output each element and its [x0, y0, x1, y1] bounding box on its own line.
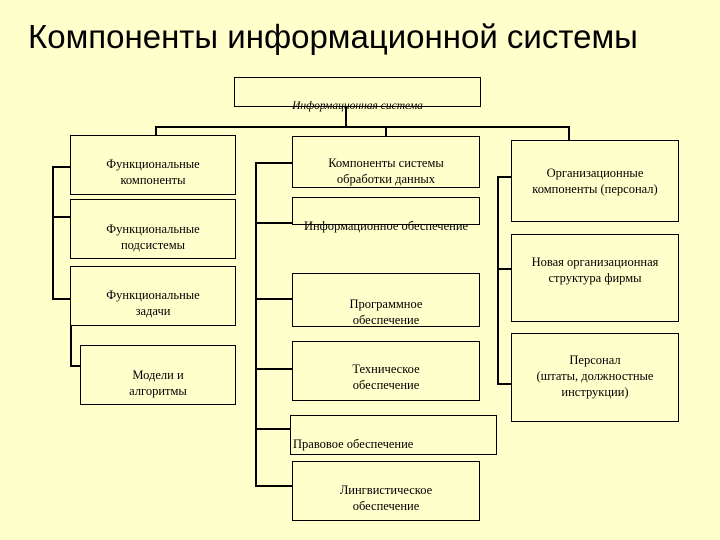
box-label: Функциональные задачи — [106, 288, 200, 318]
box-label: Компоненты системы обработки данных — [328, 156, 444, 186]
root-box-info-system: Информационная система — [234, 77, 481, 112]
box-hardware: Техническое обеспечение — [292, 341, 480, 401]
box-functional-components: Функциональные компоненты — [70, 135, 236, 195]
box-label: Правовое обеспечение — [293, 437, 414, 451]
box-processing-components: Компоненты системы обработки данных — [292, 136, 480, 188]
box-label: Функциональные компоненты — [106, 157, 200, 187]
box-functional-subsystems: Функциональные подсистемы — [70, 199, 236, 259]
box-label: Организационные компоненты (персонал) — [532, 166, 658, 196]
box-legal-support: Правовое обеспечение — [290, 415, 497, 455]
box-label: Функциональные подсистемы — [106, 222, 200, 252]
root-box-label: Информационная система — [292, 100, 423, 112]
box-label: Модели и алгоритмы — [129, 368, 187, 398]
box-label: Техническое обеспечение — [352, 362, 420, 392]
page-title: Компоненты информационной системы — [28, 18, 638, 55]
box-functional-tasks: Функциональные задачи — [70, 266, 236, 326]
box-information-support: Информационное обеспечение — [292, 197, 480, 233]
box-organizational-components: Организационные компоненты (персонал) — [511, 140, 679, 222]
box-label: Новая организационная структура фирмы — [531, 255, 659, 285]
box-new-org-structure: Новая организационная структура фирмы — [511, 234, 679, 322]
box-personnel: Персонал (штаты, должностные инструкции) — [511, 333, 679, 422]
box-label: Лингвистическое обеспечение — [339, 483, 433, 513]
box-linguistic-support: Лингвистическое обеспечение — [292, 461, 480, 521]
box-models-algorithms: Модели и алгоритмы — [80, 345, 236, 405]
box-label: Информационное обеспечение — [303, 219, 469, 233]
box-label: Программное обеспечение — [349, 297, 423, 327]
box-software: Программное обеспечение — [292, 273, 480, 327]
box-label: Персонал (штаты, должностные инструкции) — [536, 353, 654, 399]
